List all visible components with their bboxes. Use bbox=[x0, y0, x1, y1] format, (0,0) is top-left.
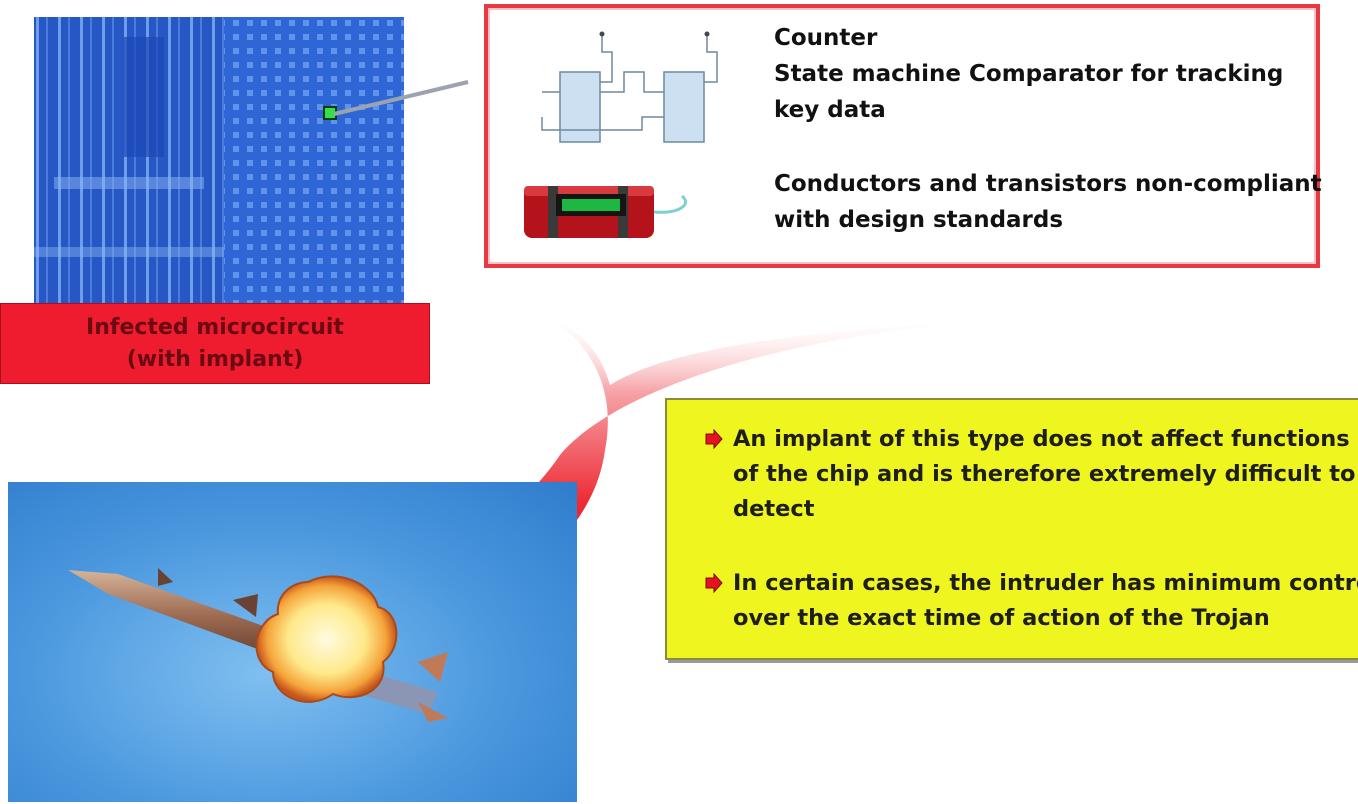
note-bullet-2: In certain cases, the intruder has minim… bbox=[705, 566, 1358, 636]
info-item-counter: Counter bbox=[774, 25, 878, 51]
chip-label-line-1: Infected microcircuit bbox=[86, 314, 344, 340]
note-bullet-1: An implant of this type does not affect … bbox=[705, 422, 1355, 527]
info-item-conductors: Conductors and transistors non-compliant bbox=[774, 171, 1322, 197]
bullet-arrow-icon bbox=[705, 429, 723, 449]
missile-explosion-image bbox=[8, 482, 577, 802]
missile-explosion-illustration bbox=[68, 568, 448, 722]
info-item-key-data: key data bbox=[774, 97, 886, 123]
note-bullet-1-line-3: detect bbox=[733, 496, 815, 522]
trojan-note-box: An implant of this type does not affect … bbox=[665, 398, 1358, 660]
time-bomb-icon bbox=[524, 186, 687, 238]
chip-image bbox=[34, 17, 404, 317]
circuit-texture bbox=[34, 17, 404, 317]
note-bullet-2-line-1: In certain cases, the intruder has minim… bbox=[733, 570, 1358, 596]
implant-marker-icon bbox=[323, 106, 337, 120]
chip-label-line-2: (with implant) bbox=[126, 346, 304, 372]
info-item-state-machine: State machine Comparator for tracking bbox=[774, 61, 1284, 87]
note-bullet-1-line-1: An implant of this type does not affect … bbox=[733, 426, 1350, 452]
bullet-arrow-icon bbox=[705, 573, 723, 593]
info-item-design-standards: with design standards bbox=[774, 207, 1064, 233]
implant-info-box: Counter State machine Comparator for tra… bbox=[484, 4, 1322, 268]
circuit-schematic-icon bbox=[541, 31, 718, 143]
note-bullet-2-line-2: over the exact time of action of the Tro… bbox=[733, 605, 1270, 631]
note-bullet-1-line-2: of the chip and is therefore extremely d… bbox=[733, 461, 1356, 487]
chip-label-box: Infected microcircuit (with implant) bbox=[0, 303, 430, 384]
